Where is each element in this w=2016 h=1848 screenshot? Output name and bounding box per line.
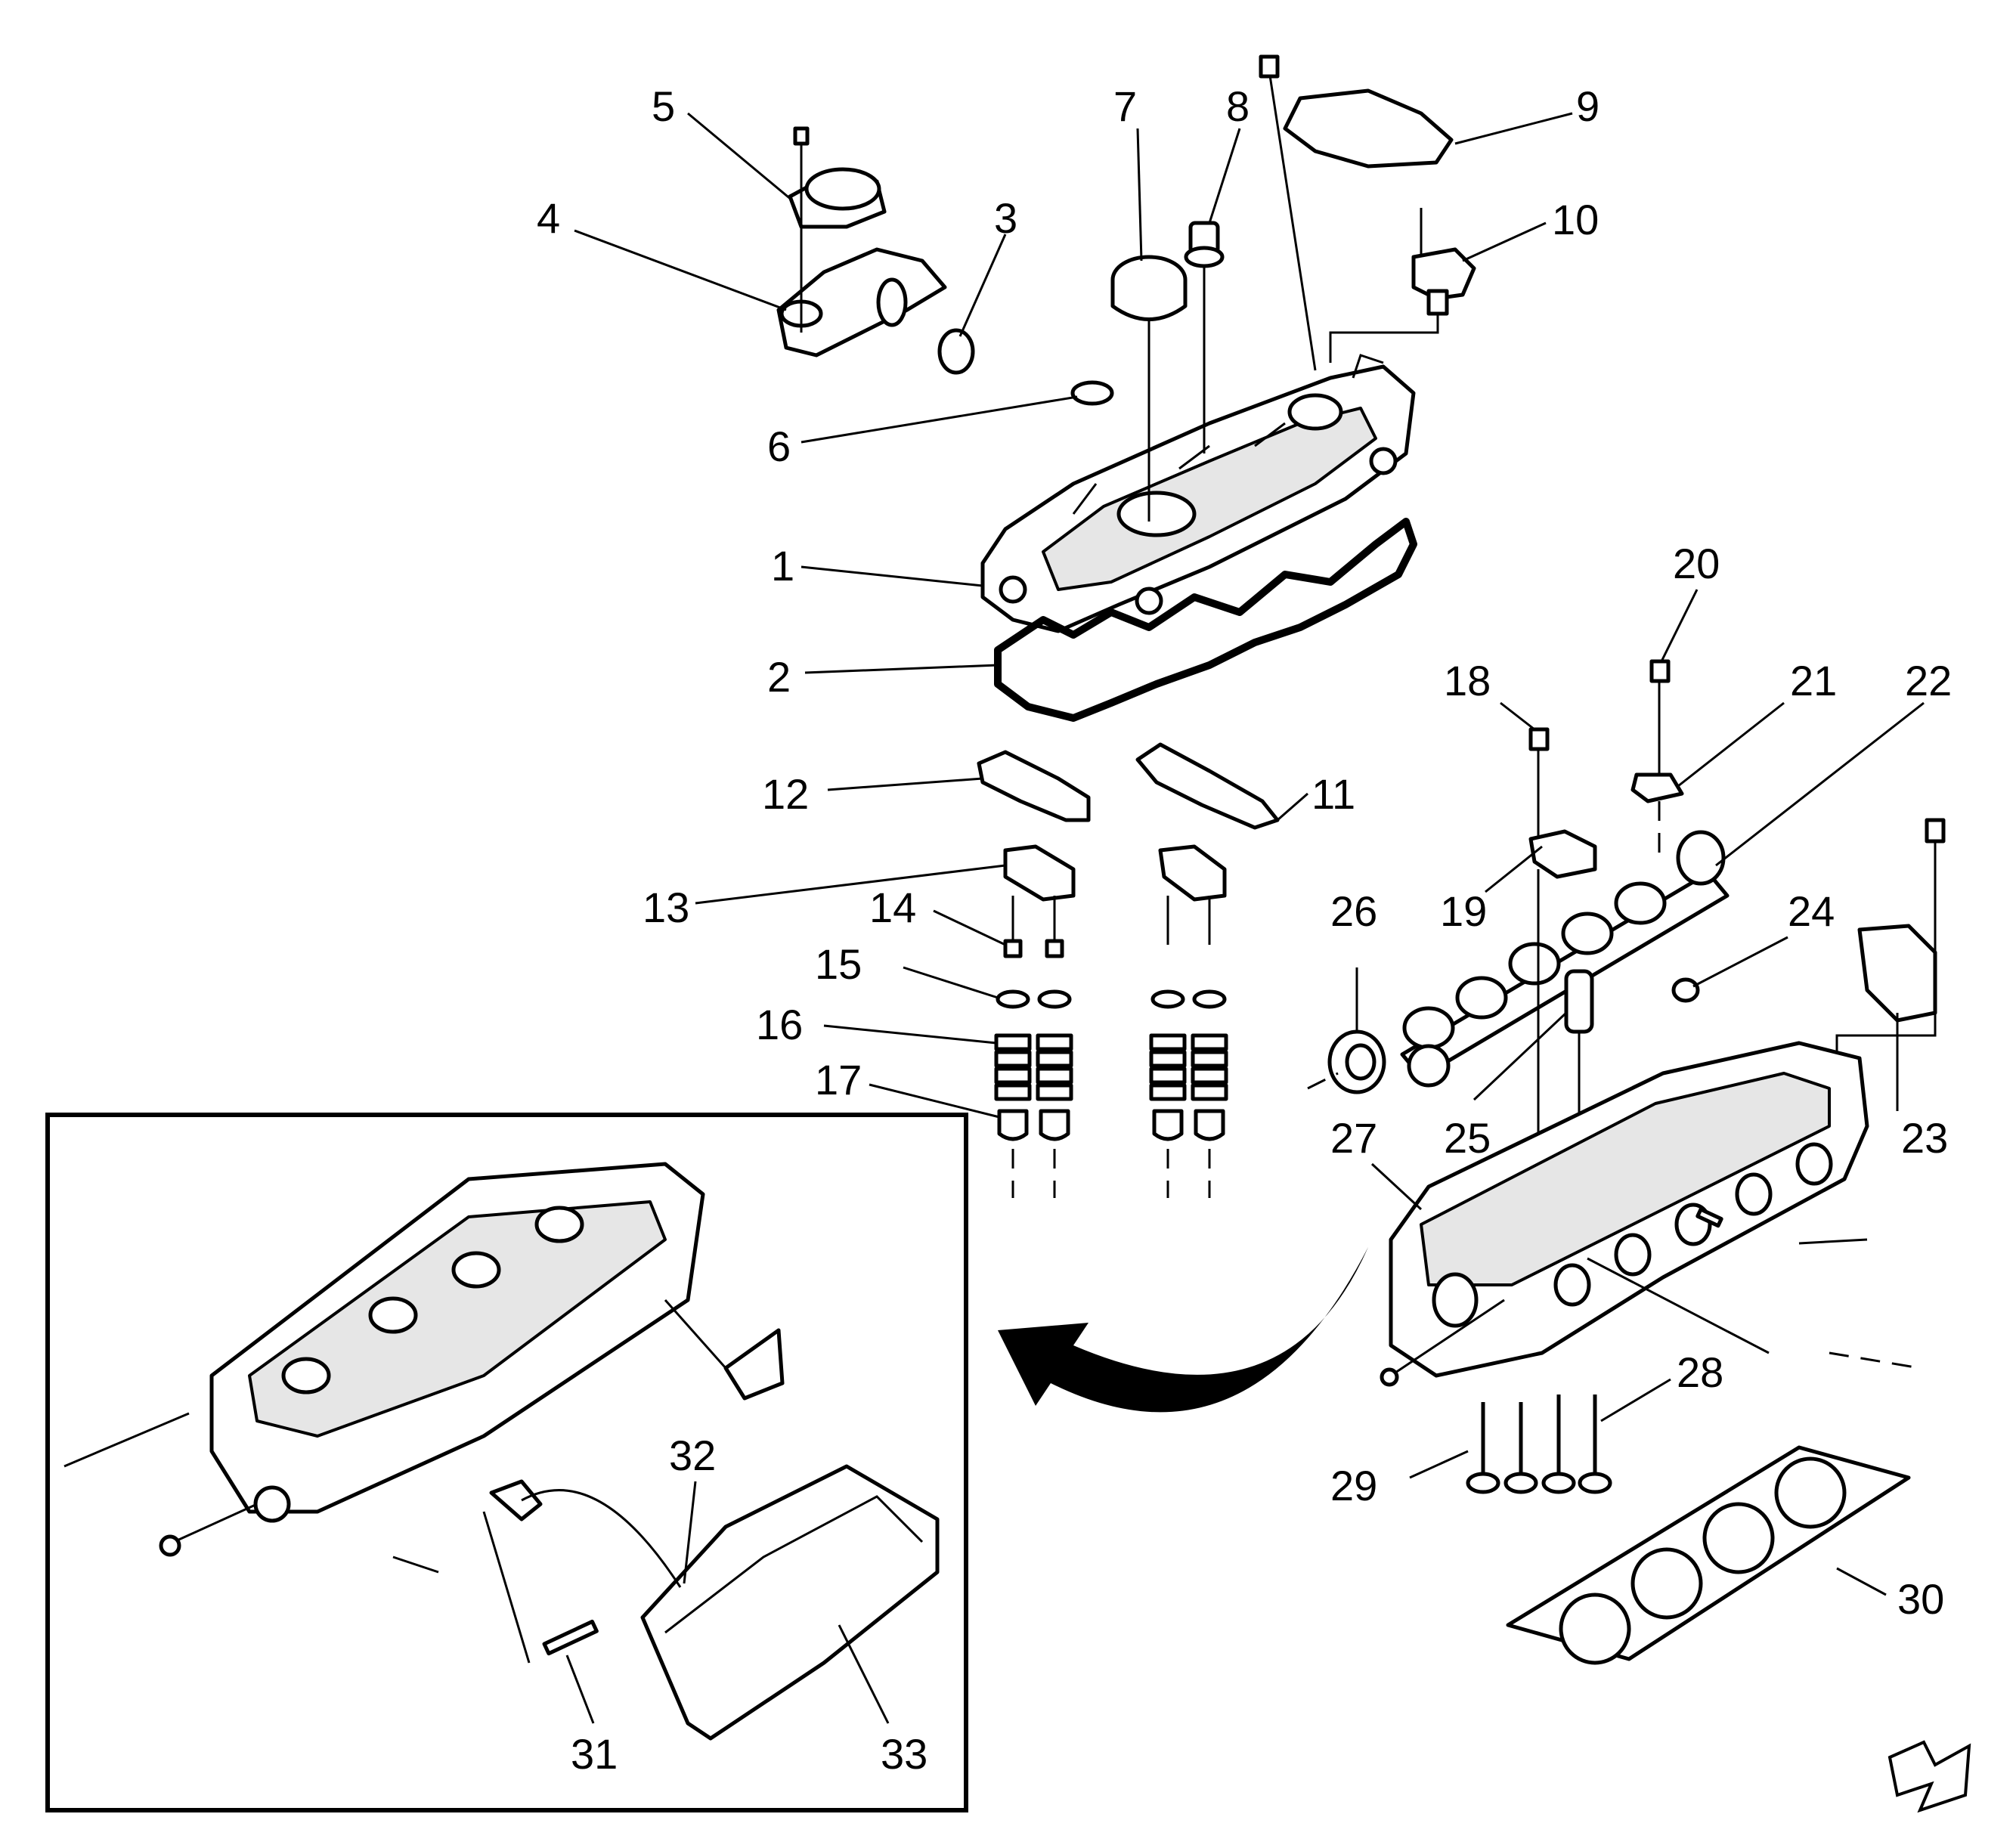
pcv-bracket xyxy=(776,247,947,358)
valves xyxy=(1466,1395,1612,1494)
callout-9: 9 xyxy=(1576,82,1599,130)
camshaft-position-sensor xyxy=(1329,208,1476,363)
thrust-bearing-cap xyxy=(1630,659,1684,862)
oil-fill-cap xyxy=(1110,255,1188,522)
callout-23: 23 xyxy=(1901,1114,1948,1162)
callout-28: 28 xyxy=(1677,1348,1723,1396)
callout-18: 18 xyxy=(1444,657,1491,704)
callout-leader-lines xyxy=(565,112,1925,1724)
wiring-harness-bracket xyxy=(1259,54,1454,371)
callout-3: 3 xyxy=(994,194,1017,242)
callout-labels: 1 2 3 4 5 6 7 8 9 10 11 12 13 14 15 16 1… xyxy=(537,82,1952,1778)
callout-10: 10 xyxy=(1552,196,1599,243)
inset-exhaust-heat-shield xyxy=(640,1464,940,1741)
callout-30: 30 xyxy=(1897,1575,1944,1623)
valve-lash-adjuster-right xyxy=(1158,844,1227,902)
inset-detail-frame xyxy=(45,1113,968,1812)
callout-19: 19 xyxy=(1440,887,1487,935)
callout-24: 24 xyxy=(1788,887,1835,935)
callout-26: 26 xyxy=(1330,887,1377,935)
inset-knock-sensor xyxy=(489,1479,682,1588)
roller-rocker-arm-left xyxy=(977,750,1091,822)
callout-14: 14 xyxy=(869,884,916,931)
callout-1: 1 xyxy=(771,542,794,590)
callout-4: 4 xyxy=(537,194,560,242)
callout-12: 12 xyxy=(762,770,809,818)
callout-22: 22 xyxy=(1905,657,1952,704)
grommet-seal xyxy=(1070,380,1114,406)
pcv-seal xyxy=(937,328,975,375)
valve-lash-adjuster-left xyxy=(1003,844,1076,902)
callout-5: 5 xyxy=(652,82,675,130)
front-direction-arrow-icon xyxy=(1887,1740,1971,1813)
pcv-valve xyxy=(788,126,887,333)
valve-cover-gasket xyxy=(994,518,1417,722)
roller-rocker-arm-right xyxy=(1135,742,1280,830)
vent-fitting xyxy=(1184,221,1225,453)
inset-cylinder-head xyxy=(63,1162,785,1574)
callout-32: 32 xyxy=(669,1432,716,1479)
callout-33: 33 xyxy=(881,1730,927,1778)
callout-31: 31 xyxy=(571,1730,618,1778)
callout-6: 6 xyxy=(767,423,791,470)
callout-20: 20 xyxy=(1673,540,1720,587)
inset-curved-arrow xyxy=(998,1247,1368,1413)
cylinder-head-gasket xyxy=(1506,1445,1911,1665)
callout-21: 21 xyxy=(1790,657,1837,704)
callout-17: 17 xyxy=(815,1056,862,1104)
cylinder-head xyxy=(1380,1041,1921,1387)
inset-spark-plug xyxy=(482,1511,599,1664)
callout-29: 29 xyxy=(1330,1462,1377,1509)
callout-11: 11 xyxy=(1311,770,1355,818)
valve-spring-stacks xyxy=(994,896,1228,1198)
camshaft-seal xyxy=(1307,1029,1386,1094)
callout-16: 16 xyxy=(756,1001,803,1048)
exhaust-bracket xyxy=(1835,818,1946,1066)
callout-27: 27 xyxy=(1330,1114,1377,1162)
camshaft-plug xyxy=(1671,977,1700,1003)
callout-7: 7 xyxy=(1113,82,1137,130)
camshaft xyxy=(1400,830,1730,1088)
callout-25: 25 xyxy=(1444,1114,1491,1162)
callout-13: 13 xyxy=(643,884,689,931)
callout-15: 15 xyxy=(815,940,862,988)
callout-2: 2 xyxy=(767,653,791,701)
callout-8: 8 xyxy=(1226,82,1250,130)
valve-cover xyxy=(980,354,1416,633)
